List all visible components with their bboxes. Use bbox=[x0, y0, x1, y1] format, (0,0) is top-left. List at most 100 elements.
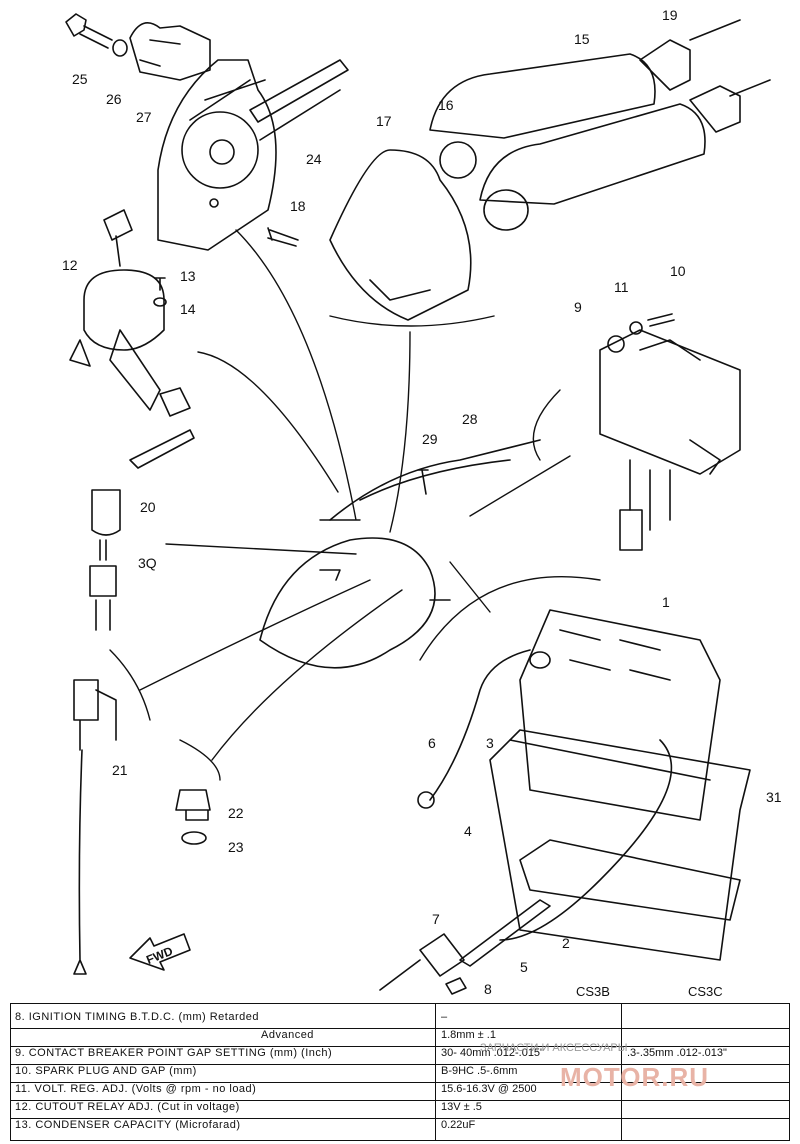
callout-16: 16 bbox=[438, 97, 454, 113]
callout-7: 7 bbox=[432, 911, 440, 927]
table-row: 9. CONTACT BREAKER POINT GAP SETTING (mm… bbox=[11, 1044, 789, 1062]
callout-29: 29 bbox=[422, 431, 438, 447]
callout-12: 12 bbox=[62, 257, 78, 273]
bolt-25 bbox=[65, 13, 113, 49]
callout-18: 18 bbox=[290, 198, 306, 214]
neutral-switch-21 bbox=[73, 679, 117, 975]
cable-terminal-6 bbox=[417, 791, 435, 809]
spec-label: 13. CONDENSER CAPACITY (Microfarad) bbox=[15, 1119, 241, 1131]
callout-31: 31 bbox=[766, 789, 782, 805]
spec-value-cs3b: 1.8mm ± .1 bbox=[441, 1029, 496, 1041]
fuse-lead-5 bbox=[459, 899, 551, 967]
ignition-coils-15-16-19 bbox=[429, 19, 771, 231]
parts-diagram: 1 2 3 4 5 6 7 8 9 10 11 12 13 14 15 16 1… bbox=[62, 7, 782, 999]
row-divider bbox=[11, 1028, 789, 1029]
row-divider bbox=[11, 1082, 789, 1083]
callout-22: 22 bbox=[228, 805, 244, 821]
leader-lines bbox=[109, 229, 601, 781]
column-divider bbox=[435, 1004, 436, 1140]
spec-label: 10. SPARK PLUG AND GAP (mm) bbox=[15, 1065, 197, 1077]
column-divider bbox=[621, 1004, 622, 1140]
harness-28 bbox=[329, 439, 541, 521]
callout-2: 2 bbox=[562, 935, 570, 951]
callout-26: 26 bbox=[106, 91, 122, 107]
spec-table: 8. IGNITION TIMING B.T.D.C. (mm) Retarde… bbox=[10, 1003, 790, 1141]
spec-value-cs3b: – bbox=[441, 1011, 448, 1023]
callout-28: 28 bbox=[462, 411, 478, 427]
spec-value-cs3b: 13V ± .5 bbox=[441, 1101, 482, 1113]
plug-22 bbox=[175, 789, 211, 821]
column-header-cs3c: CS3C bbox=[688, 984, 723, 999]
table-row: 8. IGNITION TIMING B.T.D.C. (mm) Retarde… bbox=[11, 1008, 789, 1026]
voltage-regulator-9 bbox=[599, 329, 741, 551]
callout-27: 27 bbox=[136, 109, 152, 125]
callout-5: 5 bbox=[520, 959, 528, 975]
positive-lead-31 bbox=[499, 739, 673, 941]
callout-25: 25 bbox=[72, 71, 88, 87]
callout-20: 20 bbox=[140, 499, 156, 515]
fuse-8 bbox=[445, 977, 467, 995]
callout-15: 15 bbox=[574, 31, 590, 47]
callout-9: 9 bbox=[574, 299, 582, 315]
callout-24: 24 bbox=[306, 151, 322, 167]
watermark-brand: MOTOR.RU bbox=[560, 1062, 710, 1092]
spark-plug-cap-20 bbox=[91, 429, 195, 536]
shroud-17 bbox=[329, 149, 472, 321]
screw-29 bbox=[417, 469, 429, 495]
callout-11: 11 bbox=[614, 279, 629, 295]
table-row: 11. VOLT. REG. ADJ. (Volts @ rpm - no lo… bbox=[11, 1080, 789, 1098]
callout-19: 19 bbox=[662, 7, 678, 23]
row-divider bbox=[11, 1100, 789, 1101]
battery-tray-2 bbox=[519, 839, 741, 921]
callout-10: 10 bbox=[670, 263, 686, 279]
spec-value-cs3c: .3-.35mm .012-.013" bbox=[627, 1047, 727, 1059]
gasket-23 bbox=[181, 831, 207, 845]
contact-breaker-24 bbox=[157, 59, 349, 251]
callout-13: 13 bbox=[180, 268, 196, 284]
table-row: 10. SPARK PLUG AND GAP (mm) B-9HC .5-.6m… bbox=[11, 1062, 789, 1080]
washer-14 bbox=[153, 297, 167, 307]
washer-11 bbox=[629, 321, 643, 335]
spec-value-cs3b: 15.6-16.3V @ 2500 bbox=[441, 1083, 537, 1095]
watermark-text: ЗАПЧАСТИ И АКСЕССУАРЫ bbox=[480, 1042, 628, 1054]
table-row: 12. CUTOUT RELAY ADJ. (Cut in voltage) 1… bbox=[11, 1098, 789, 1116]
spec-value-cs3b: 30- 40mm .012-.015" bbox=[441, 1047, 544, 1059]
callout-30: 3Q bbox=[138, 555, 157, 571]
battery-cable-6 bbox=[429, 649, 531, 801]
washer-26 bbox=[112, 39, 128, 57]
callout-6: 6 bbox=[428, 735, 436, 751]
ignition-switch-12 bbox=[69, 209, 191, 417]
row-divider bbox=[11, 1046, 789, 1047]
callout-14: 14 bbox=[180, 301, 196, 317]
callout-3: 3 bbox=[486, 735, 494, 751]
callout-21: 21 bbox=[112, 762, 128, 778]
bracket-27 bbox=[129, 22, 211, 81]
forward-label: FWD bbox=[144, 944, 175, 967]
spec-label: 12. CUTOUT RELAY ADJ. (Cut in voltage) bbox=[15, 1101, 240, 1113]
table-row: Advanced 1.8mm ± .1 bbox=[11, 1026, 789, 1044]
spec-label: 11. VOLT. REG. ADJ. (Volts @ rpm - no lo… bbox=[15, 1083, 257, 1095]
fuse-holder-7 bbox=[379, 933, 465, 991]
row-divider bbox=[11, 1064, 789, 1065]
screw-18 bbox=[267, 227, 299, 247]
screw-10 bbox=[647, 313, 675, 327]
spec-value-cs3b: B-9HC .5-.6mm bbox=[441, 1065, 518, 1077]
spec-label: 9. CONTACT BREAKER POINT GAP SETTING (mm… bbox=[15, 1047, 333, 1059]
row-divider bbox=[11, 1118, 789, 1119]
frame-outline bbox=[259, 537, 451, 669]
spec-value-cs3b: 0.22uF bbox=[441, 1119, 476, 1131]
callout-8: 8 bbox=[484, 981, 492, 997]
spec-label: 8. IGNITION TIMING B.T.D.C. (mm) Retarde… bbox=[15, 1011, 259, 1023]
battery-band-3 bbox=[509, 739, 711, 781]
forward-arrow bbox=[129, 933, 191, 971]
column-header-cs3b: CS3B bbox=[576, 984, 610, 999]
screw-13 bbox=[154, 277, 166, 291]
callout-17: 17 bbox=[376, 113, 392, 129]
callout-1: 1 bbox=[662, 594, 670, 610]
callout-4: 4 bbox=[464, 823, 472, 839]
spec-label: Advanced bbox=[261, 1029, 314, 1041]
battery-box-4 bbox=[489, 729, 751, 961]
spark-plug-30 bbox=[89, 539, 117, 631]
table-row: 13. CONDENSER CAPACITY (Microfarad) 0.22… bbox=[11, 1116, 789, 1134]
callout-23: 23 bbox=[228, 839, 244, 855]
